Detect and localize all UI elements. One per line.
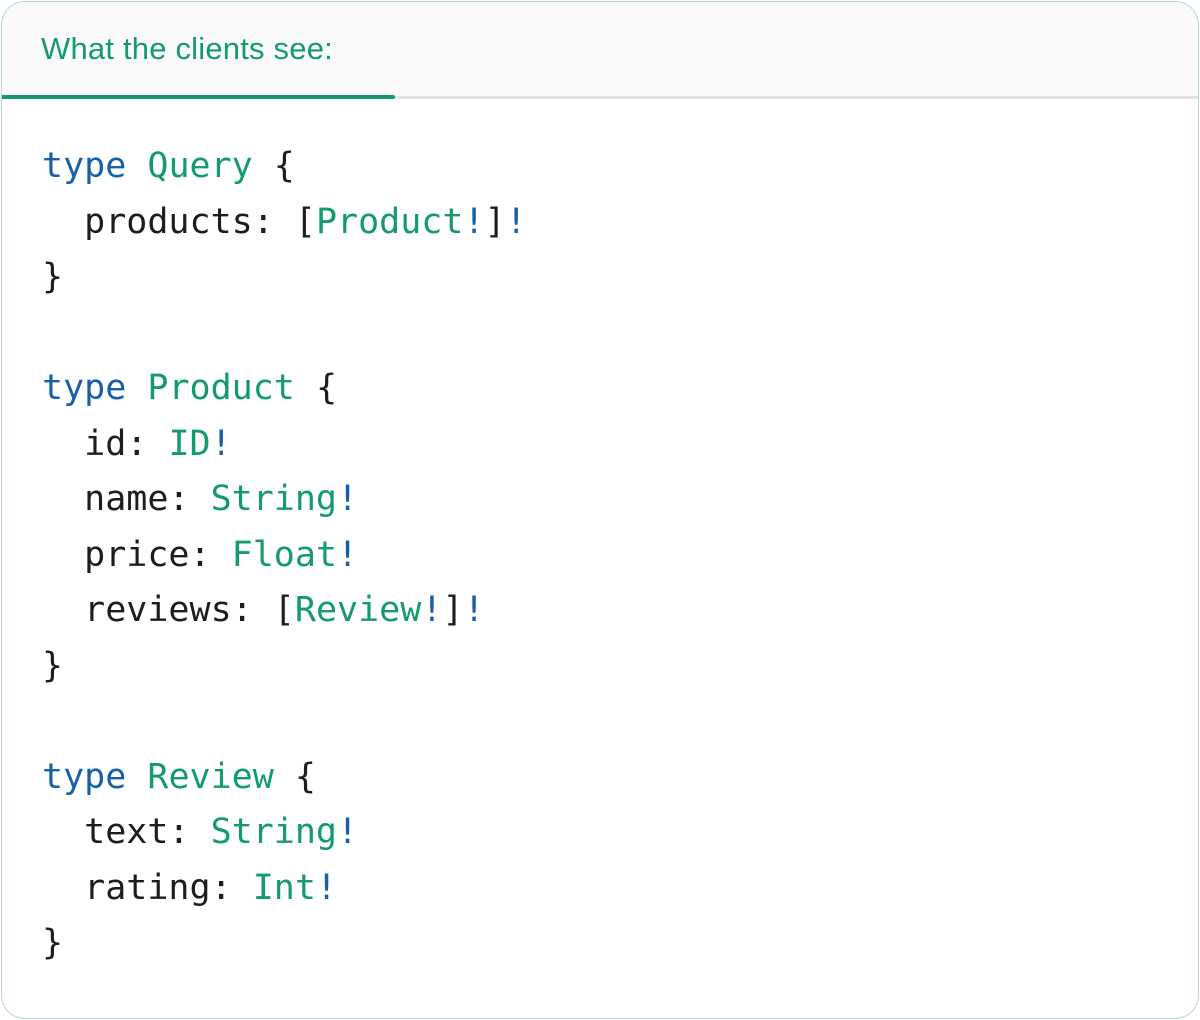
code-token-bang: ! bbox=[505, 201, 527, 242]
active-tab-indicator bbox=[2, 95, 395, 99]
code-line bbox=[42, 306, 1158, 362]
code-token-bang: ! bbox=[421, 590, 443, 630]
code-token-kw: type bbox=[42, 368, 127, 408]
code-token-pl: ] bbox=[484, 201, 506, 242]
code-token-bang: ! bbox=[463, 201, 485, 242]
code-line: } bbox=[42, 250, 1158, 306]
code-token-pl: text: bbox=[42, 812, 211, 852]
code-token-pl: { bbox=[273, 756, 316, 797]
code-line: rating: Int! bbox=[42, 861, 1158, 917]
code-line: type Product { bbox=[42, 361, 1158, 417]
code-token-bang: ! bbox=[337, 812, 359, 852]
code-line: type Review { bbox=[42, 750, 1158, 806]
code-token-pl: { bbox=[252, 146, 295, 186]
code-token-ty: Product bbox=[315, 201, 464, 242]
code-token-pl bbox=[126, 757, 147, 797]
code-token-bang: ! bbox=[463, 590, 485, 630]
code-token-pl bbox=[126, 146, 147, 186]
code-token-ty: Review bbox=[147, 756, 274, 797]
code-token-kw: type bbox=[42, 756, 127, 797]
code-token-kw: type bbox=[42, 146, 127, 186]
tab-what-clients-see[interactable]: What the clients see: bbox=[41, 31, 333, 66]
code-line: id: ID! bbox=[42, 417, 1158, 473]
code-line: type Query { bbox=[42, 139, 1158, 195]
code-token-pl: } bbox=[42, 645, 64, 686]
code-token-pl: rating: bbox=[42, 867, 253, 908]
code-line: reviews: [Review!]! bbox=[42, 583, 1158, 639]
tab-bar: What the clients see: bbox=[2, 2, 1198, 99]
code-token-ty: Query bbox=[147, 146, 253, 186]
code-token-pl: ] bbox=[442, 590, 464, 630]
code-token-pl: name: bbox=[42, 479, 211, 519]
code-line: name: String! bbox=[42, 472, 1158, 528]
code-line: text: String! bbox=[42, 805, 1158, 861]
code-token-pl: { bbox=[294, 368, 338, 408]
code-token-bang: ! bbox=[315, 867, 338, 908]
code-token-pl: price: bbox=[42, 534, 232, 575]
code-line: products: [Product!]! bbox=[42, 195, 1158, 251]
code-token-ty: String bbox=[210, 479, 338, 519]
code-token-ty: ID bbox=[168, 423, 211, 464]
code-token-ty: Float bbox=[231, 534, 338, 575]
code-token-pl: } bbox=[42, 257, 64, 297]
code-token-bang: ! bbox=[210, 423, 232, 464]
code-token-pl: id: bbox=[42, 423, 169, 464]
code-token-ty: Product bbox=[147, 368, 295, 408]
code-token-pl: products: [ bbox=[42, 201, 316, 242]
code-token-pl: } bbox=[42, 923, 64, 963]
code-token-ty: Int bbox=[252, 867, 316, 908]
code-line bbox=[42, 694, 1158, 750]
code-token-ty: String bbox=[210, 812, 338, 852]
code-line: } bbox=[42, 916, 1158, 972]
code-token-pl bbox=[126, 368, 147, 408]
code-line: } bbox=[42, 639, 1158, 695]
code-token-ty: Review bbox=[294, 590, 422, 630]
code-token-bang: ! bbox=[337, 534, 359, 575]
code-token-pl: reviews: [ bbox=[42, 590, 295, 630]
schema-code-block: type Query { products: [Product!]!} type… bbox=[2, 99, 1198, 972]
code-line: price: Float! bbox=[42, 528, 1158, 584]
code-token-bang: ! bbox=[337, 479, 359, 519]
